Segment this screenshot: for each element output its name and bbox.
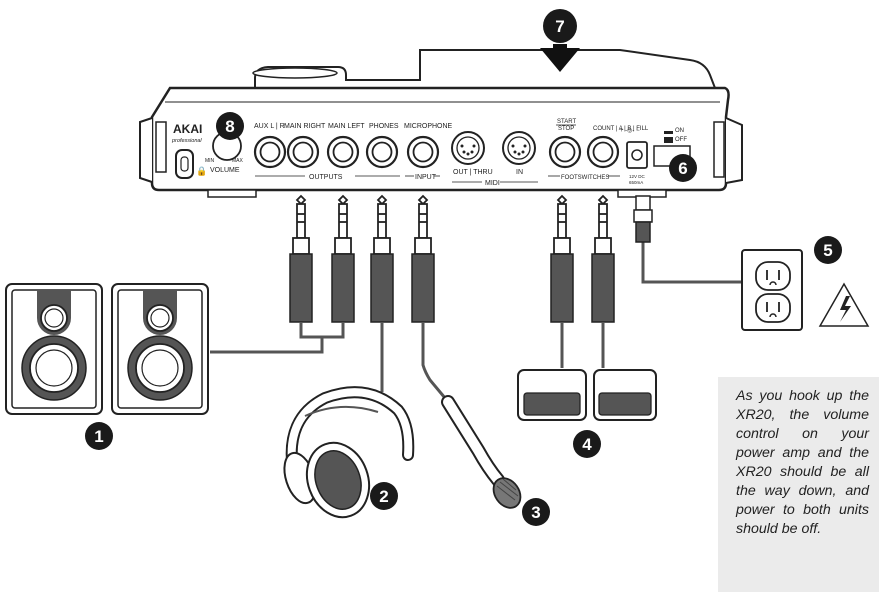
callout-5: 5 (814, 236, 842, 264)
callout-6: 6 (669, 154, 697, 182)
power-off-label: OFF (675, 137, 687, 143)
jack-main-left[interactable] (326, 135, 360, 169)
callout-2: 2 (370, 482, 398, 510)
svg-text:4: 4 (582, 435, 592, 454)
callout-3: 3 (522, 498, 550, 526)
svg-text:2: 2 (379, 487, 388, 506)
jack-main-right[interactable] (286, 135, 320, 169)
cables (210, 194, 742, 399)
jack-phones[interactable] (365, 135, 399, 169)
callout-7: 7 (543, 9, 577, 43)
jack-start-stop[interactable] (548, 135, 582, 169)
footswitch-2 (593, 369, 657, 421)
count-fill-label: COUNT | A | B | FILL (593, 126, 649, 132)
dc-label-2: 650mA (629, 180, 643, 185)
volume-max-label: MAX (232, 158, 244, 164)
electrical-warning-icon (818, 282, 870, 327)
plug-footswitch-1 (553, 194, 571, 255)
setup-note: As you hook up the XR20, the volume cont… (718, 377, 879, 592)
studio-monitor-left (5, 283, 103, 415)
aux-label: AUX L | R (254, 123, 285, 130)
midi-in-label: IN (516, 169, 523, 176)
dc-polarity-icon: + -◎- − (620, 128, 640, 134)
footswitch-1 (517, 369, 587, 421)
plug-phones (373, 194, 391, 255)
plug-dc (633, 195, 653, 243)
svg-text:1: 1 (94, 427, 103, 446)
xr20-device: AKAI professional 🔒 MIN MAX VOLUME AUX L… (139, 49, 743, 198)
callout-4: 4 (573, 430, 601, 458)
microphone-label: MICROPHONE (404, 123, 453, 130)
brand-sub: professional (171, 138, 202, 144)
volume-label: VOLUME (210, 167, 240, 174)
svg-text:5: 5 (823, 241, 832, 260)
down-arrow-icon (540, 44, 580, 72)
group-footswitches: FOOTSWITCHES (548, 175, 620, 181)
stop-label: STOP (558, 126, 574, 132)
svg-text:OUTPUTS: OUTPUTS (309, 174, 343, 181)
svg-text:FOOTSWITCHES: FOOTSWITCHES (561, 175, 609, 181)
group-input: INPUT (405, 174, 440, 181)
callout-8: 8 (216, 112, 244, 140)
volume-min-label: MIN (205, 158, 215, 164)
phones-label: PHONES (369, 123, 399, 130)
studio-monitor-right (111, 283, 209, 415)
main-right-label: MAIN RIGHT (284, 123, 326, 130)
jack-aux[interactable] (253, 135, 287, 169)
start-label: START (557, 119, 576, 125)
svg-text:8: 8 (225, 117, 234, 136)
midi-out-label: OUT | THRU (453, 169, 493, 176)
group-midi: MIDI (452, 180, 538, 187)
plug-footswitch-2 (594, 194, 612, 255)
svg-text:MIDI: MIDI (485, 180, 500, 187)
plug-main-left (334, 194, 352, 255)
headphones-icon (283, 386, 415, 519)
midi-out-port[interactable] (451, 131, 485, 165)
dc-power-jack[interactable] (626, 141, 648, 169)
microphone-icon (441, 395, 522, 509)
power-on-label: ON (675, 128, 684, 134)
svg-text:7: 7 (555, 17, 564, 36)
svg-text:3: 3 (531, 503, 540, 522)
dc-label-1: 12V DC (629, 174, 646, 179)
svg-text:6: 6 (678, 159, 687, 178)
plug-main-right (292, 194, 310, 255)
jack-microphone[interactable] (406, 135, 440, 169)
plug-microphone (414, 194, 432, 255)
svg-text:INPUT: INPUT (415, 174, 437, 181)
midi-in-port[interactable] (502, 131, 536, 165)
group-outputs: OUTPUTS (255, 174, 400, 181)
lock-icon: 🔒 (196, 166, 207, 176)
wall-outlet-icon (741, 249, 803, 331)
callout-1: 1 (85, 422, 113, 450)
jack-count-fill[interactable] (586, 135, 620, 169)
main-left-label: MAIN LEFT (328, 123, 365, 130)
brand-logo: AKAI (173, 122, 202, 136)
